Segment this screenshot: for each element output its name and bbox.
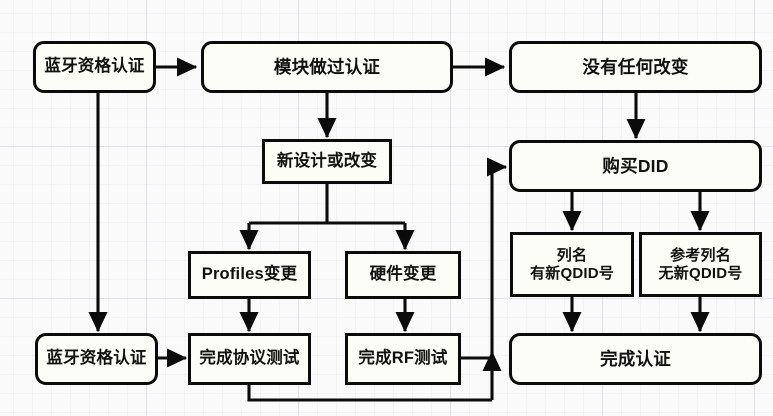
node-hardware-change[interactable]: 硬件变更 (345, 251, 461, 299)
node-no-change[interactable]: 没有任何改变 (509, 41, 762, 93)
node-complete-protocol-test[interactable]: 完成协议测试 (188, 333, 311, 385)
node-new-design-or-change[interactable]: 新设计或改变 (262, 139, 392, 184)
node-module-certified[interactable]: 模块做过认证 (201, 41, 453, 93)
node-profiles-change[interactable]: Profiles变更 (188, 251, 311, 299)
node-label: 完成协议测试 (199, 349, 300, 368)
node-label: 模块做过认证 (273, 56, 381, 77)
node-label: 新设计或改变 (276, 151, 378, 170)
node-bluetooth-qualification-bottom[interactable]: 蓝牙资格认证 (35, 333, 158, 385)
node-label: 没有任何改变 (582, 56, 689, 77)
node-label: 列名 有新QDID号 (530, 246, 614, 282)
node-label: Profiles变更 (201, 265, 298, 284)
node-label: 完成认证 (600, 348, 671, 369)
node-label: 购买DID (602, 155, 669, 176)
node-label: 蓝牙资格认证 (46, 349, 147, 368)
node-label: 硬件变更 (369, 265, 437, 284)
node-bluetooth-qualification-top[interactable]: 蓝牙资格认证 (33, 41, 156, 93)
node-reference-listed-no-new-qdid[interactable]: 参考列名 无新QDID号 (639, 232, 762, 297)
edge-prototest-buydid (247, 385, 492, 402)
edge-riser-to-buydid (486, 157, 508, 400)
node-label: 蓝牙资格认证 (44, 57, 145, 76)
node-complete-certification[interactable]: 完成认证 (509, 333, 762, 385)
node-label: 参考列名 无新QDID号 (658, 246, 743, 282)
node-listed-new-qdid[interactable]: 列名 有新QDID号 (510, 232, 634, 297)
node-complete-rf-test[interactable]: 完成RF测试 (345, 333, 461, 385)
node-label: 完成RF测试 (358, 349, 448, 368)
node-buy-did[interactable]: 购买DID (509, 140, 762, 192)
